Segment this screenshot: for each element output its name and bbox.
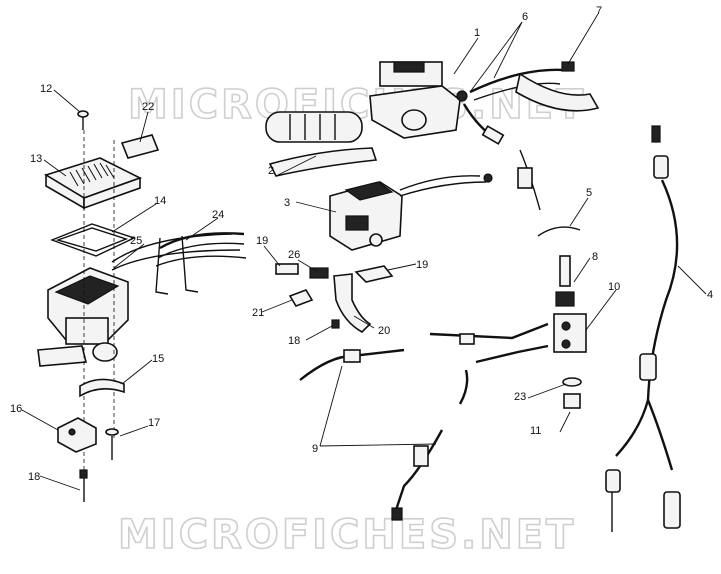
throttle-cable: [605, 125, 681, 532]
callout-23: 23: [514, 391, 526, 403]
callout-3: 3: [284, 197, 290, 209]
callout-18a: 18: [28, 471, 40, 483]
callout-21: 21: [252, 307, 264, 319]
callout-2: 2: [268, 165, 274, 177]
callout-9: 9: [312, 443, 318, 455]
callout-19a: 19: [256, 235, 268, 247]
callout-16: 16: [10, 403, 22, 415]
callout-4: 4: [707, 289, 713, 301]
callout-25: 25: [130, 235, 142, 247]
callout-labels: 1 2 3 4 5 6 7 8 9 10 11 12 13 14 15 16 1…: [10, 5, 713, 483]
callout-11: 11: [530, 425, 541, 437]
callout-5: 5: [586, 187, 592, 199]
callout-13: 13: [30, 153, 42, 165]
callout-12: 12: [40, 83, 52, 95]
callout-17: 17: [148, 417, 160, 429]
callout-7: 7: [596, 5, 602, 17]
callout-22: 22: [142, 101, 154, 113]
callout-8: 8: [592, 251, 598, 263]
callout-1: 1: [474, 27, 480, 39]
callout-6: 6: [522, 11, 528, 23]
callout-26: 26: [288, 249, 300, 261]
handlebar-master-cylinder: [265, 61, 600, 177]
throttle-housing: [275, 173, 493, 333]
callout-20: 20: [378, 325, 390, 337]
watermark-bottom: MICROFICHES.NET: [118, 512, 576, 558]
callout-15: 15: [152, 353, 164, 365]
reservoir-assembly: [37, 110, 247, 502]
callout-18b: 18: [288, 335, 300, 347]
callout-24: 24: [212, 209, 224, 221]
leader-lines: [21, 13, 707, 491]
brake-lines: [299, 149, 587, 521]
callout-14: 14: [154, 195, 166, 207]
callout-10: 10: [608, 281, 620, 293]
callout-19b: 19: [416, 259, 428, 271]
